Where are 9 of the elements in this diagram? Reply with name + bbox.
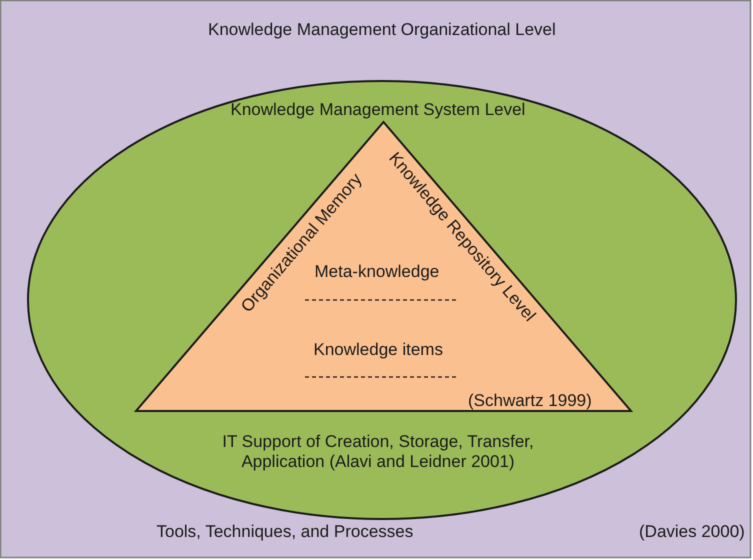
level-label: (Schwartz 1999) [468, 391, 592, 412]
level-label: IT Support of Creation, Storage, Transfer, Application (Alavi and Leidner 2001) [221, 432, 535, 472]
triangle-shape [135, 121, 632, 412]
level-label: (Davies 2000) [639, 522, 745, 542]
level-label: Knowledge Management System Level [230, 100, 526, 120]
level-label: Knowledge Management Organizational Level [208, 20, 556, 40]
ellipse-shape [27, 80, 737, 520]
level-label: Tools, Techniques, and Processes [156, 522, 414, 542]
level-label: Knowledge items [314, 340, 443, 360]
